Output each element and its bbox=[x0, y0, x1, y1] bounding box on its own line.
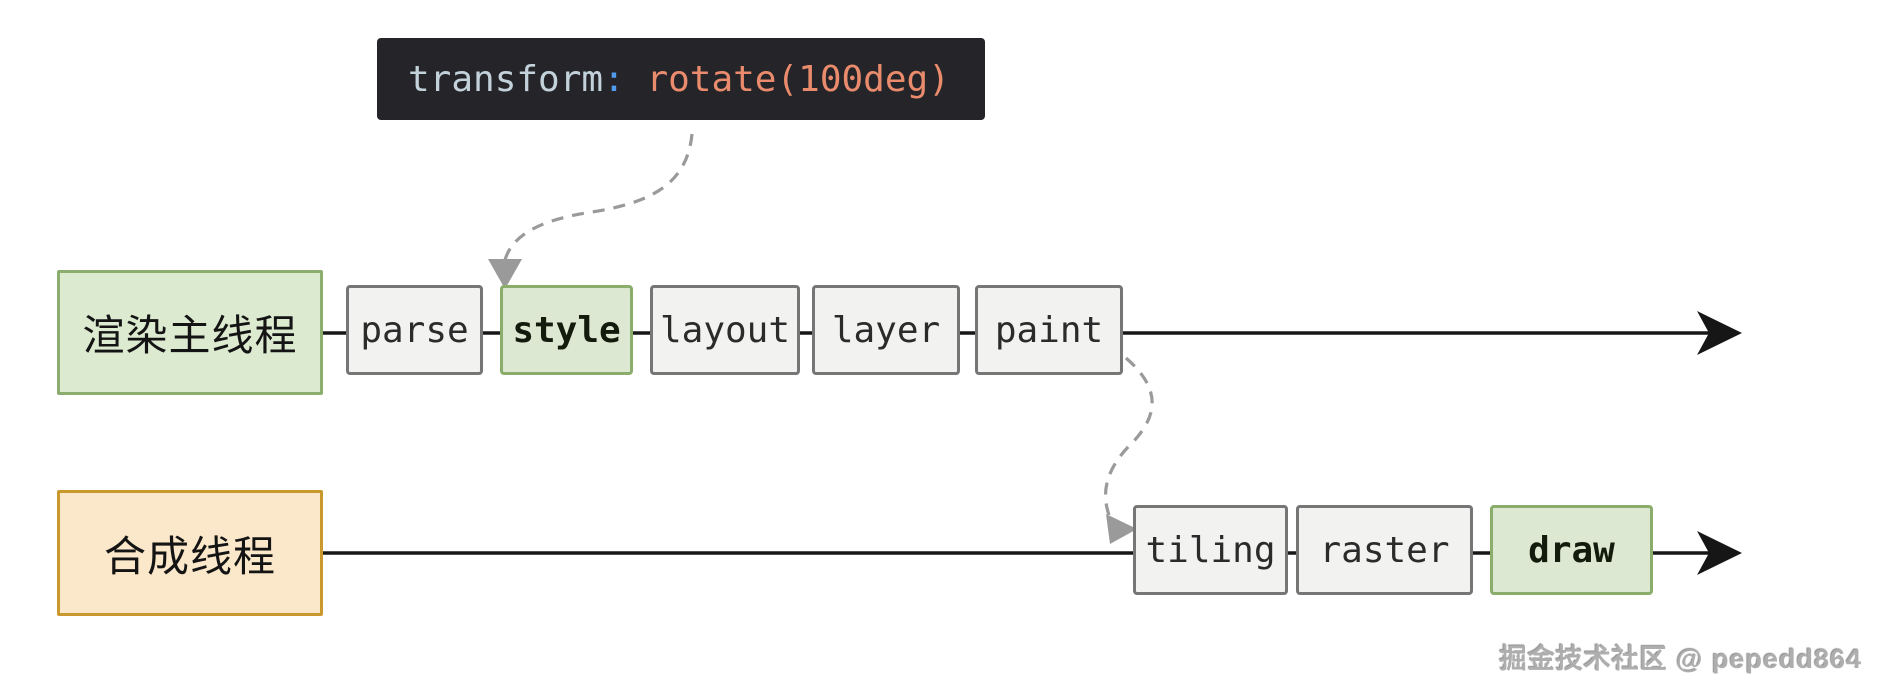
stage-raster-label: raster bbox=[1319, 529, 1450, 571]
code-property: transform bbox=[408, 58, 604, 100]
main-thread-label-box: 渲染主线程 bbox=[57, 270, 323, 395]
watermark: 掘金技术社区 @ pepedd864 bbox=[1499, 644, 1862, 674]
stage-layout: layout bbox=[650, 285, 800, 375]
compositor-thread-label: 合成线程 bbox=[103, 532, 276, 580]
css-code-snippet: transform: rotate(100deg) bbox=[377, 38, 985, 120]
main-thread-label: 渲染主线程 bbox=[82, 312, 298, 359]
stage-parse-label: parse bbox=[360, 309, 469, 351]
stage-draw-label: draw bbox=[1528, 529, 1615, 571]
stage-style: style bbox=[500, 285, 633, 375]
stage-layout-label: layout bbox=[659, 309, 791, 351]
stage-paint: paint bbox=[975, 285, 1123, 375]
code-colon: : bbox=[603, 58, 625, 100]
paint-to-tiling-dashed-arrow bbox=[1103, 356, 1154, 516]
code-value: rotate(100deg) bbox=[624, 58, 950, 100]
stage-style-label: style bbox=[512, 309, 621, 351]
code-to-style-dashed-arrow bbox=[503, 133, 694, 261]
stage-parse: parse bbox=[346, 285, 483, 375]
stage-raster: raster bbox=[1296, 505, 1473, 595]
stage-draw: draw bbox=[1490, 505, 1653, 595]
stage-layer: layer bbox=[812, 285, 960, 375]
code-to-style-arrowhead-icon bbox=[488, 259, 522, 289]
stage-paint-label: paint bbox=[994, 309, 1104, 351]
stage-tiling-label: tiling bbox=[1145, 529, 1276, 571]
compositor-thread-arrowhead-icon bbox=[1697, 531, 1742, 575]
compositor-thread-label-box: 合成线程 bbox=[57, 490, 323, 616]
main-thread-arrowhead-icon bbox=[1697, 311, 1742, 355]
stage-layer-label: layer bbox=[831, 309, 941, 351]
paint-to-tiling-arrowhead-icon bbox=[1106, 514, 1137, 544]
stage-tiling: tiling bbox=[1133, 505, 1288, 595]
